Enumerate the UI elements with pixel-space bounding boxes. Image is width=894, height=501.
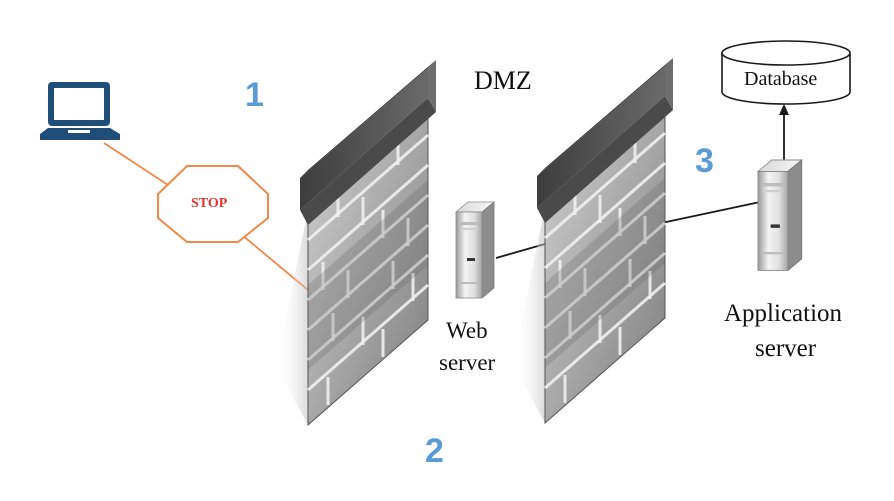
app-server-label-line1: Application — [724, 300, 843, 327]
dmz-title: DMZ — [474, 66, 532, 95]
server-icon — [455, 201, 495, 299]
database-icon — [721, 40, 851, 105]
firewall-icon — [513, 56, 675, 425]
web-server-label-line1: Web — [446, 318, 488, 343]
stop-sign-icon — [157, 165, 269, 243]
zone-number-2: 2 — [425, 432, 444, 470]
server-icon — [757, 159, 803, 271]
zone-number-1: 1 — [245, 76, 264, 114]
web-server-label-line2: server — [439, 350, 496, 375]
link-firewall-appserver — [651, 201, 761, 226]
stop-label: STOP — [191, 196, 228, 211]
app-server-label-line2: server — [755, 335, 817, 362]
link-webserver-firewall — [495, 243, 546, 259]
link-laptop-stop — [103, 142, 169, 186]
zone-number-3: 3 — [695, 142, 714, 180]
arrowhead-icon — [779, 104, 789, 115]
database-label: Database — [744, 68, 818, 90]
laptop-icon — [40, 82, 120, 140]
firewall-icon — [276, 58, 438, 427]
